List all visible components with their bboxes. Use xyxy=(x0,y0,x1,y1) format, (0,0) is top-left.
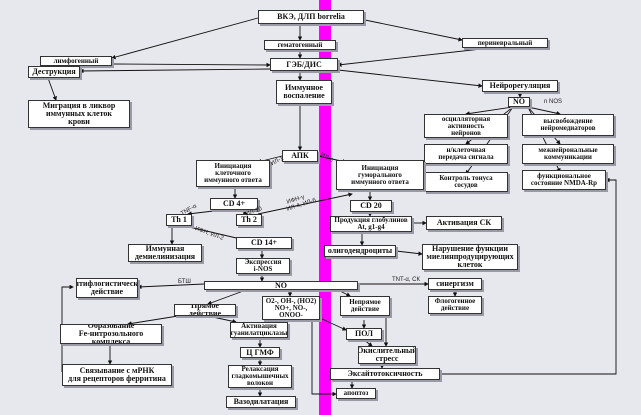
edge-destr-migration xyxy=(47,77,57,101)
edge-geb-neuroreg xyxy=(337,69,483,88)
node-excitotoxicity: Эксайтотоксичность xyxy=(330,368,440,380)
edge-oligo-myelin xyxy=(395,250,423,256)
edge-perineural-geb xyxy=(337,47,491,67)
node-antiphlogistic: Антифлогистическое действие xyxy=(76,278,138,298)
node-immune-inflammation: Иммунное воспаление xyxy=(276,80,332,104)
edge-direct-fe xyxy=(127,315,179,326)
node-vasodilation: Вазодилатация xyxy=(226,396,296,408)
node-lymphogenic: лимфогенный xyxy=(40,56,112,66)
node-migration: Миграция в ликвор иммунных клеток крови xyxy=(28,100,130,128)
edge-geb-destr xyxy=(79,68,271,74)
node-cell-immune-initiation: Инициация клеточного иммунного ответа xyxy=(196,160,270,187)
node-no-top: NO xyxy=(508,97,530,107)
edge-no-release xyxy=(527,106,561,116)
node-vke: ВКЭ, ДЛП borrelia xyxy=(258,10,364,24)
edge-th2-cd20 xyxy=(257,192,353,215)
node-interneuronal: межнейрональные коммуникации xyxy=(522,144,614,164)
node-radicals: O2-, OH-, (HO2) NO+, NO-, ONOO- xyxy=(262,296,320,320)
edge-no-neurodir xyxy=(337,289,351,297)
node-geb: ГЭБ/ДИС xyxy=(270,58,338,71)
edge-radicals-apopt xyxy=(311,318,337,397)
node-myelin-disruption: Нарушение функции миелинпродуцирующих кл… xyxy=(422,244,518,270)
edge-no-direct xyxy=(207,289,247,305)
node-neuroregulation: Нейрорегуляция xyxy=(482,80,558,92)
edge-radicals-pol xyxy=(319,317,347,331)
node-th1: Th 1 xyxy=(166,214,192,226)
edge-th1-cd14 xyxy=(184,225,246,242)
edge-label-tnf-ck: TNT-α, СК xyxy=(392,277,420,283)
node-th2: Th 2 xyxy=(236,214,262,226)
node-perineural: периневральный xyxy=(462,38,548,48)
edge-direct-guanyl xyxy=(207,315,237,324)
node-immune-demyelination: Иммунная демиелинизация xyxy=(128,244,202,262)
node-inos-expression: Экспрессия i-NOS xyxy=(236,258,290,274)
node-apoptosis: апоптоз xyxy=(336,388,376,399)
label-n-nos: n NOS xyxy=(544,99,563,105)
node-cd4: CD 4+ xyxy=(210,198,258,210)
node-synergy: синергизм xyxy=(428,278,482,290)
node-no-central: NO xyxy=(204,281,358,290)
node-oscillatory-activity: осцилляторная активность нейронов xyxy=(424,114,508,138)
node-destruction: Деструкция xyxy=(28,66,80,78)
node-hematogenic: гематогенный xyxy=(264,40,336,50)
edge-no-antiphlog xyxy=(137,283,205,290)
edge-label-btsh: БТШ xyxy=(178,279,191,285)
node-apk: АПК xyxy=(282,150,318,162)
edge-excito-nmda xyxy=(440,177,617,375)
node-vascular-tone: Контроль тонуса сосудов xyxy=(424,172,508,192)
node-oligodendrocytes: олигодендроциты xyxy=(324,245,396,257)
edge-no-oscill xyxy=(465,106,514,116)
node-nmda-state: функциональное состояние NMDA-Rp xyxy=(522,170,606,190)
node-cd20: CD 20 xyxy=(350,200,392,212)
node-smooth-muscle-relaxation: Релаксация гладкомышечных волокон xyxy=(228,365,292,388)
node-neurotransmitter-release: высвобождение нейромедиаторов xyxy=(522,114,614,136)
node-cd14: CD 14+ xyxy=(236,237,292,249)
node-guanylate-cyclase: Активация гуанилатциклазы xyxy=(230,322,288,338)
node-lipid-peroxidation: ПОЛ xyxy=(346,328,382,340)
edge-vke-perineural xyxy=(364,19,463,42)
edge-lymph-geb xyxy=(111,62,271,68)
node-phlogogenic: Флогогенное действие xyxy=(428,296,482,314)
node-oxidative-stress: Окислительный стресс xyxy=(358,346,416,364)
node-globulin-production: Продукция глобулинов At, g1-g4 xyxy=(330,216,412,232)
node-direct-action: Прямое действие xyxy=(174,304,236,316)
node-cgmp: Ц ГМФ xyxy=(240,347,280,358)
node-fe-nitrosyl-complex: Образование Fe-нитрозольного комплекса xyxy=(60,324,162,344)
edge-pol-ox xyxy=(363,339,373,347)
node-mrna-binding: Связывание с мРНК для рецепторов феррити… xyxy=(62,364,172,386)
edge-vke-lymph xyxy=(111,17,259,60)
edge-cd4-th1 xyxy=(187,209,223,216)
node-humoral-immune-initiation: Инициация гуморального иммунного ответа xyxy=(336,160,424,190)
node-intercellular-signal: н/клеточная передача сигнала xyxy=(424,144,508,164)
edge-cd4-th2 xyxy=(239,209,248,215)
node-indirect-action: Непрямое действие xyxy=(340,296,390,316)
node-sk-activation: Активация СК xyxy=(426,216,502,230)
